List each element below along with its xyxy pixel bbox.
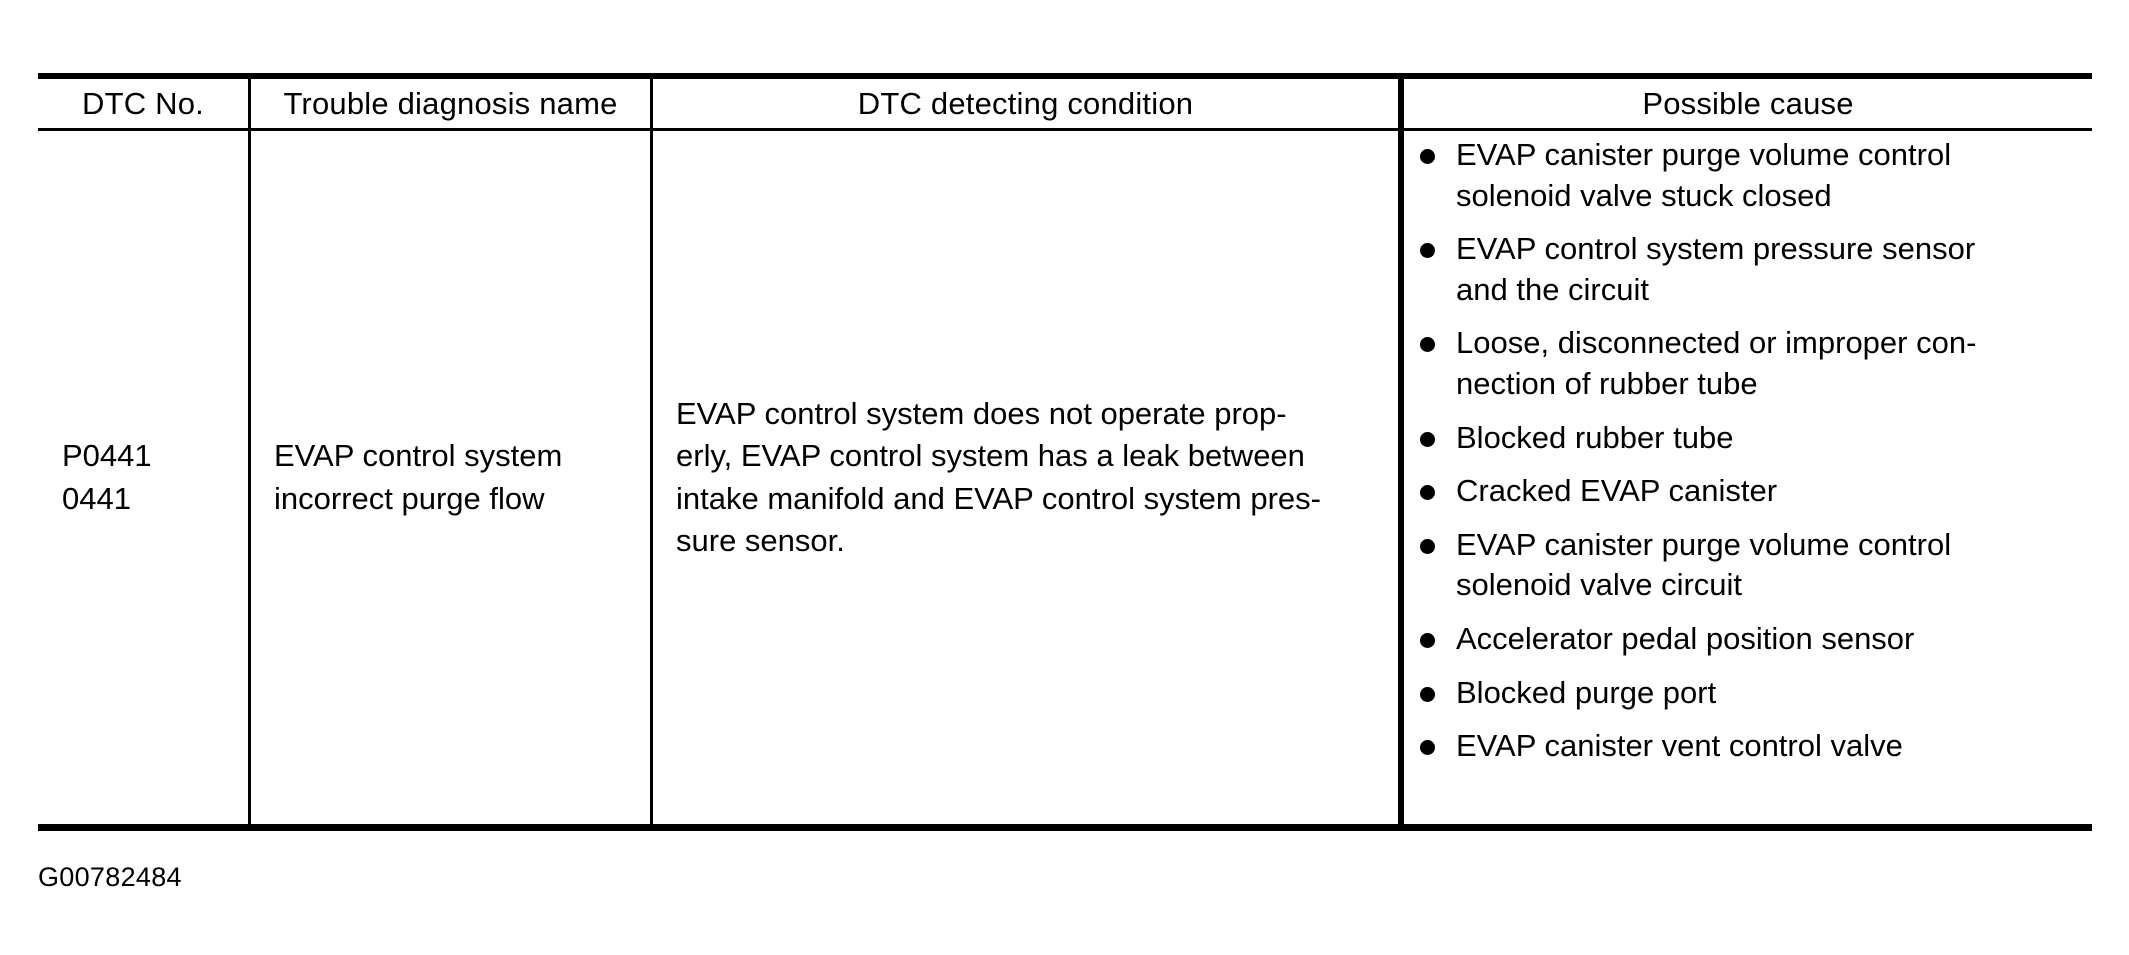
- cell-dtc-no: P0441 0441: [38, 131, 248, 824]
- possible-cause-item-line: Blocked purge port: [1456, 674, 1717, 710]
- possible-cause-item: EVAP canister purge volume control soleno…: [1418, 525, 2086, 606]
- dtc-detecting-condition-text: EVAP control system does not operate pro…: [653, 393, 1339, 562]
- possible-cause-item-line: EVAP canister vent control valve: [1456, 728, 1903, 764]
- possible-cause-item-text: Loose, disconnected or improper con-nect…: [1456, 323, 2086, 404]
- possible-cause-item-text: EVAP control system pressure sensor and t…: [1456, 229, 2086, 310]
- trouble-diagnosis-text: EVAP control system incorrect purge flow: [251, 435, 572, 519]
- possible-cause-list: EVAP canister purge volume control soleno…: [1404, 135, 2092, 767]
- dtc-detecting-condition-line: erly, EVAP control system has a leak bet…: [676, 438, 1305, 474]
- possible-cause-item: Accelerator pedal position sensor: [1418, 619, 2086, 660]
- table-header-rule: [38, 128, 2092, 131]
- possible-cause-item-line: Loose, disconnected or improper con-: [1456, 325, 1977, 361]
- trouble-diagnosis-line: EVAP control system: [274, 438, 563, 474]
- column-divider-2: [650, 79, 653, 831]
- possible-cause-item-line: and the circuit: [1456, 271, 1649, 307]
- possible-cause-item-line: solenoid valve circuit: [1456, 567, 1743, 603]
- possible-cause-item-line: EVAP canister purge volume control: [1456, 137, 1952, 172]
- bullet-icon: [1420, 431, 1435, 447]
- column-header-dtc-detecting-condition: DTC detecting condition: [857, 85, 1194, 121]
- column-header-possible-cause: Possible cause: [1642, 85, 1854, 121]
- cell-possible-cause: EVAP canister purge volume control soleno…: [1404, 131, 2092, 824]
- dtc-detecting-condition-line: sure sensor.: [676, 522, 845, 558]
- bullet-icon: [1420, 740, 1435, 756]
- bullet-icon: [1420, 538, 1435, 554]
- dtc-detecting-condition-line: EVAP control system does not operate pro…: [676, 396, 1287, 432]
- dtc-secondary-code: 0441: [62, 480, 131, 516]
- possible-cause-item-text: Cracked EVAP canister: [1456, 471, 2086, 512]
- column-divider-1: [248, 79, 251, 831]
- possible-cause-item-line: EVAP control system pressure sensor: [1456, 231, 1976, 267]
- possible-cause-item-line: solenoid valve stuck closed: [1456, 177, 1832, 213]
- possible-cause-item: EVAP control system pressure sensor and t…: [1418, 229, 2086, 310]
- possible-cause-item: EVAP canister purge volume control soleno…: [1418, 135, 2086, 216]
- trouble-diagnosis-line: incorrect purge flow: [274, 480, 545, 516]
- bullet-icon: [1420, 686, 1435, 702]
- table-bottom-border: [38, 824, 2092, 831]
- column-header-trouble-diagnosis-name: Trouble diagnosis name: [283, 85, 618, 121]
- bullet-icon: [1420, 485, 1435, 501]
- dtc-detecting-condition-line: intake manifold and EVAP control system …: [676, 480, 1321, 516]
- column-divider-3: [1398, 79, 1404, 831]
- possible-cause-item-text: Accelerator pedal position sensor: [1456, 619, 2086, 660]
- possible-cause-item-line: EVAP canister purge volume control: [1456, 526, 1952, 562]
- possible-cause-item-line: nection of rubber tube: [1456, 366, 1758, 402]
- column-header-dtc-no: DTC No.: [82, 85, 204, 121]
- possible-cause-item-text: Blocked rubber tube: [1456, 418, 2086, 459]
- possible-cause-item: Blocked purge port: [1418, 673, 2086, 714]
- possible-cause-item-line: Blocked rubber tube: [1456, 419, 1734, 455]
- bullet-icon: [1420, 337, 1435, 353]
- possible-cause-item-text: Blocked purge port: [1456, 673, 2086, 714]
- possible-cause-item-text: EVAP canister purge volume control soleno…: [1456, 525, 2086, 606]
- dtc-primary-code: P0441: [62, 438, 152, 474]
- possible-cause-item-text: EVAP canister vent control valve: [1456, 726, 2086, 767]
- possible-cause-item: Loose, disconnected or improper con-nect…: [1418, 323, 2086, 404]
- possible-cause-item: EVAP canister vent control valve: [1418, 726, 2086, 767]
- bullet-icon: [1420, 243, 1435, 259]
- possible-cause-item-line: Cracked EVAP canister: [1456, 473, 1778, 509]
- cell-trouble-diagnosis-name: EVAP control system incorrect purge flow: [251, 131, 650, 824]
- bullet-icon: [1420, 149, 1435, 164]
- possible-cause-item-text: EVAP canister purge volume control soleno…: [1456, 135, 2086, 216]
- possible-cause-item-line: Accelerator pedal position sensor: [1456, 621, 1915, 657]
- possible-cause-item: Cracked EVAP canister: [1418, 471, 2086, 512]
- possible-cause-item: Blocked rubber tube: [1418, 418, 2086, 459]
- dtc-code-stack: P0441 0441: [38, 435, 152, 519]
- bullet-icon: [1420, 633, 1435, 649]
- cell-dtc-detecting-condition: EVAP control system does not operate pro…: [653, 131, 1398, 824]
- figure-reference-code: G00782484: [38, 862, 182, 892]
- table-top-border: [38, 73, 2092, 79]
